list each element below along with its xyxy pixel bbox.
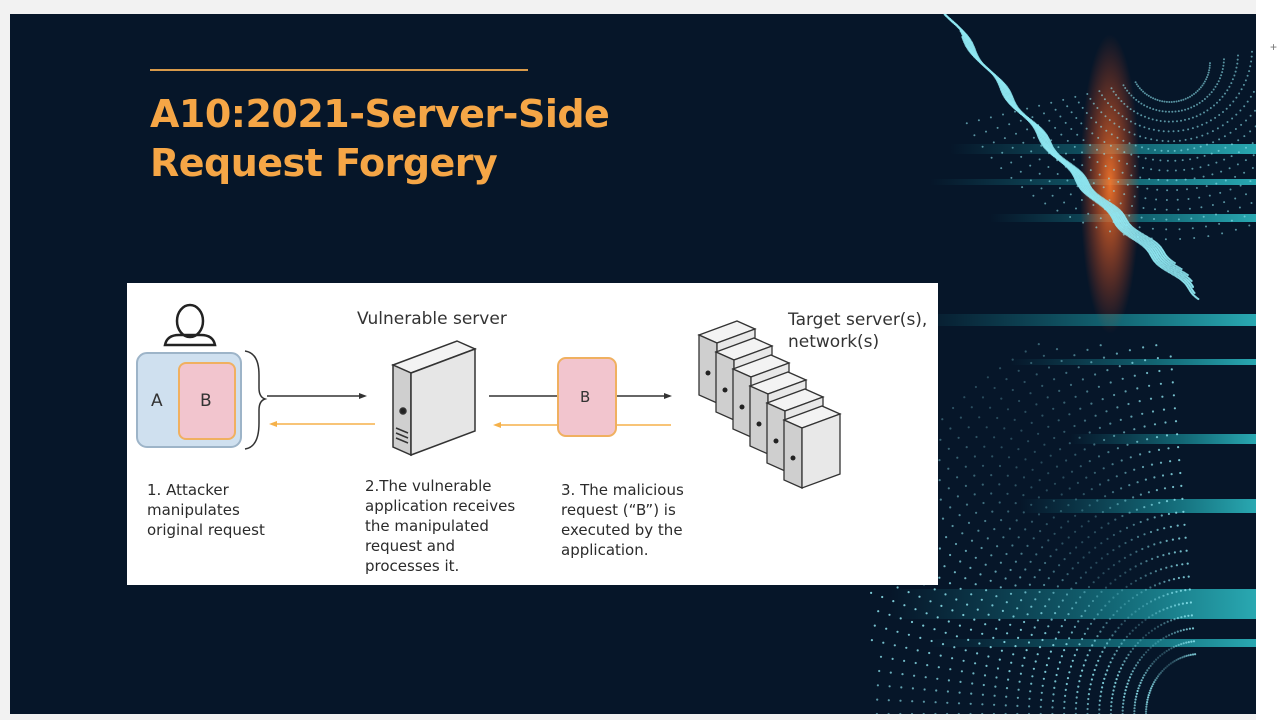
request-arrow-2-head	[664, 393, 672, 399]
vulnerable-server-label: Vulnerable server	[357, 309, 507, 329]
box-b-label: B	[200, 391, 212, 411]
ssrf-diagram: A B B Vulnerable server Target server(s)…	[127, 283, 938, 585]
dot-field	[870, 14, 1256, 714]
box-a-label: A	[151, 391, 163, 411]
target-server-label: Target server(s), network(s)	[788, 310, 928, 352]
light-streaks	[890, 144, 1256, 647]
malicious-box-label: B	[580, 388, 591, 406]
window-edge: +	[1256, 0, 1280, 720]
step-2-text: 2.The vulnerable application receives th…	[365, 477, 516, 575]
response-arrow-2-head	[493, 422, 501, 428]
attacker-person-icon	[163, 303, 217, 347]
payload-b-box	[178, 362, 236, 440]
target-server-unit	[782, 405, 842, 490]
step-1-text: 1. Attacker manipulates original request	[147, 481, 265, 539]
slide-title-line-1: A10:2021-Server-Side	[150, 92, 610, 136]
response-arrow-1-head	[269, 421, 277, 427]
particle-art	[870, 14, 1256, 714]
slide-title: A10:2021-Server-Side Request Forgery	[150, 90, 670, 188]
orange-glow	[1080, 34, 1140, 334]
slide-title-line-2: Request Forgery	[150, 141, 498, 185]
target-servers-icon	[697, 320, 842, 490]
presentation-slide: A10:2021-Server-Side Request Forgery	[10, 14, 1256, 714]
malicious-request-box	[557, 357, 617, 437]
vulnerable-server-icon	[391, 340, 477, 457]
title-rule	[150, 69, 528, 71]
diagram-graphics	[136, 303, 842, 490]
brace-icon	[244, 350, 268, 450]
request-arrow-1-head	[359, 393, 367, 399]
step-3-text: 3. The malicious request (“B”) is execut…	[561, 481, 684, 559]
edge-plus-icon: +	[1270, 40, 1278, 54]
